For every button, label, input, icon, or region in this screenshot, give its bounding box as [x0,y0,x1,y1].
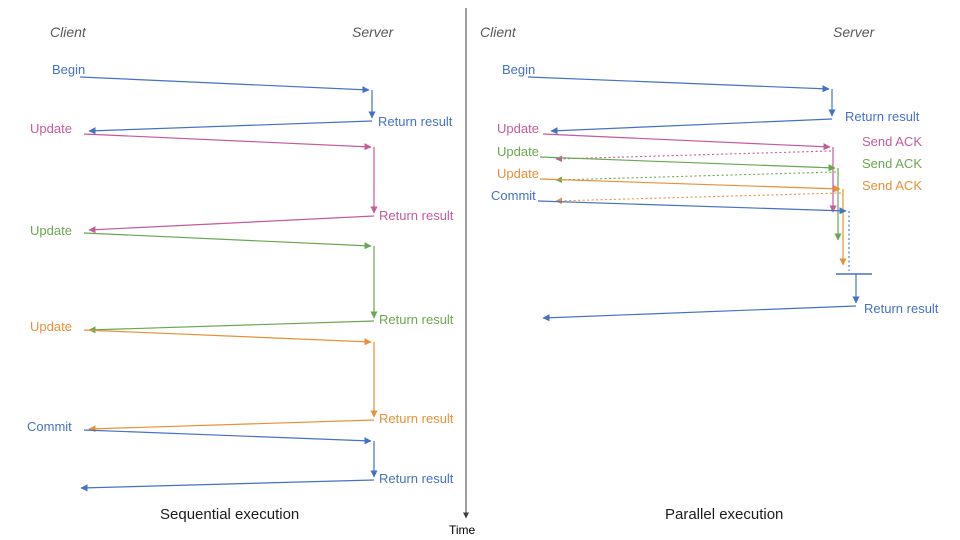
left-begin-request-arrow [79,76,370,94]
right-commit-request-arrow [537,200,847,215]
left-update1-response-arrow [88,215,375,234]
left-commit-request-arrow [83,429,372,445]
right-begin-request-arrow [527,76,830,93]
left-commit-exchange [80,429,378,492]
left-begin-exchange [79,76,376,135]
left-update1-label: Update [30,121,72,136]
right-server-header: Server [833,24,875,40]
left-return-result-2: Return result [379,208,454,223]
right-commit-exchange [537,200,872,322]
left-update2-request-arrow [83,232,372,250]
right-update3-exchange [539,178,847,266]
left-update1-exchange [83,133,378,234]
right-update3-ack-dotted-arrow [555,192,842,205]
left-commit-label: Commit [27,419,72,434]
right-commit-label: Commit [491,188,536,203]
right-send-ack-1: Send ACK [862,134,922,149]
right-update1-request-arrow [542,133,831,151]
left-return-result-3: Return result [379,312,454,327]
right-update3-request-arrow [539,178,841,193]
right-commit-response-arrow [542,305,857,322]
right-update3-label: Update [497,166,539,181]
right-client-header: Client [480,24,516,40]
left-server-header: Server [352,24,394,40]
right-begin-response-arrow [550,118,833,135]
left-update2-response-arrow [88,320,375,334]
right-send-ack-3: Send ACK [862,178,922,193]
right-begin-label: Begin [502,62,536,77]
right-update2-request-arrow [539,156,836,172]
right-panel-caption: Parallel execution [665,506,784,523]
left-return-result-5: Return result [379,471,454,486]
right-return-result-final: Return result [864,301,939,316]
right-update1-ack-dotted-arrow [555,150,832,163]
left-return-result-4: Return result [379,411,454,426]
left-update1-request-arrow [83,133,372,151]
left-return-result-1: Return result [378,114,453,129]
left-update2-label: Update [30,223,72,238]
time-axis-label: Time [449,523,476,537]
right-update1-label: Update [497,121,539,136]
left-begin-response-arrow [88,120,373,135]
left-panel-caption: Sequential execution [160,506,300,523]
left-update3-response-arrow [88,419,375,433]
left-client-header: Client [50,24,86,40]
left-commit-response-arrow [80,479,375,492]
right-begin-exchange [527,76,836,135]
right-return-result-1: Return result [845,109,920,124]
left-begin-label: Begin [52,62,86,77]
right-update2-label: Update [497,144,539,159]
left-update3-label: Update [30,319,72,334]
left-update2-exchange [83,232,378,334]
right-send-ack-2: Send ACK [862,156,922,171]
right-update2-exchange [539,156,842,241]
right-update1-exchange [542,133,837,213]
right-update2-ack-dotted-arrow [555,171,837,184]
left-update3-request-arrow [83,329,372,346]
left-update3-exchange [83,329,378,433]
